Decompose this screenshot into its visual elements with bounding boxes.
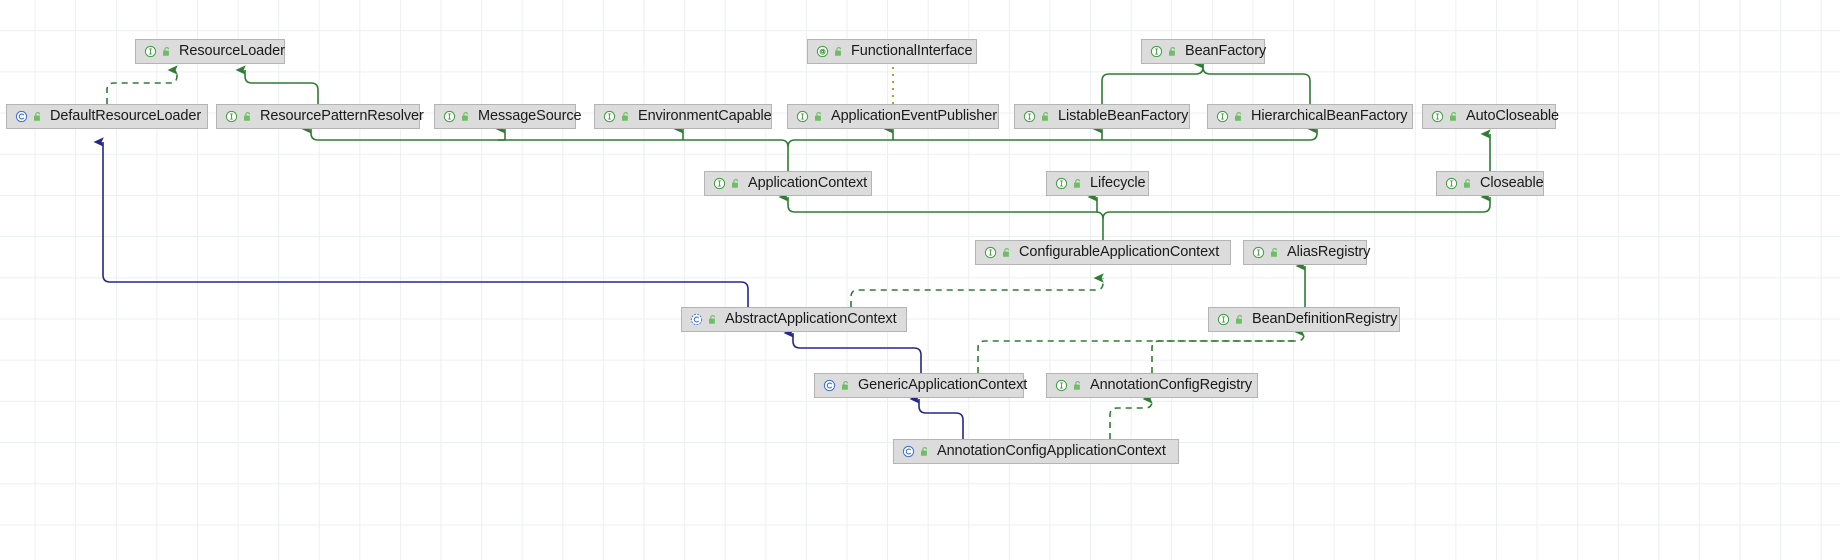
uml-node-label: HierarchicalBeanFactory <box>1251 108 1408 125</box>
public-visibility-lock-icon <box>920 446 930 458</box>
uml-node-listablebeanfactory[interactable]: ListableBeanFactory <box>1014 104 1190 129</box>
interface-icon <box>144 45 157 58</box>
edge-genericapplicationcontext-abstractapplicationcontext <box>783 328 922 373</box>
interface-icon <box>1055 379 1068 392</box>
public-visibility-lock-icon <box>33 111 43 123</box>
public-visibility-lock-icon <box>708 314 718 326</box>
edge-listablebeanfactory-beanfactory <box>1101 59 1204 104</box>
edge-annotationconfigapplicationcontext-annotationconfigregistry <box>1109 394 1153 439</box>
interface-icon <box>1217 313 1230 326</box>
edge-abstractapplicationcontext-configurableapplicationcontext <box>850 273 1104 307</box>
public-visibility-lock-icon <box>243 111 253 123</box>
uml-node-label: AnnotationConfigApplicationContext <box>937 443 1166 460</box>
uml-node-configurableapplicationcontext[interactable]: ConfigurableApplicationContext <box>975 240 1231 265</box>
edge-annotationconfigregistry-beandefinitionregistry <box>1151 340 1297 373</box>
interface-icon <box>1431 110 1444 123</box>
edge-applicationcontext-parents <box>301 124 1318 171</box>
uml-node-aliasregistry[interactable]: AliasRegistry <box>1243 240 1371 265</box>
interface-icon <box>1150 45 1163 58</box>
uml-node-applicationcontext[interactable]: ApplicationContext <box>704 171 872 196</box>
uml-node-label: AliasRegistry <box>1287 244 1371 261</box>
uml-node-beandefinitionregistry[interactable]: BeanDefinitionRegistry <box>1208 307 1400 332</box>
interface-icon <box>1055 177 1068 190</box>
uml-node-applicationeventpublisher[interactable]: ApplicationEventPublisher <box>787 104 999 129</box>
public-visibility-lock-icon <box>834 46 844 58</box>
edge-resourcepatternresolver-resourceloader <box>235 65 319 104</box>
uml-node-defaultresourceloader[interactable]: DefaultResourceLoader <box>6 104 208 129</box>
uml-node-label: ConfigurableApplicationContext <box>1019 244 1220 261</box>
interface-icon <box>443 110 456 123</box>
class-icon <box>15 110 28 123</box>
interface-icon <box>796 110 809 123</box>
public-visibility-lock-icon <box>1168 46 1178 58</box>
interface-icon <box>984 246 997 259</box>
uml-node-label: AutoCloseable <box>1466 108 1560 125</box>
uml-node-label: Closeable <box>1480 175 1544 192</box>
uml-node-environmentcapable[interactable]: EnvironmentCapable <box>594 104 772 129</box>
edge-configurableapplicationcontext-parents <box>778 192 1491 240</box>
class-icon <box>902 445 915 458</box>
edge-annotationconfigapplicationcontext-genericapplicationcontext <box>909 394 964 439</box>
interface-icon <box>225 110 238 123</box>
interface-icon <box>1023 110 1036 123</box>
uml-node-label: ListableBeanFactory <box>1058 108 1189 125</box>
uml-node-label: ResourcePatternResolver <box>260 108 424 125</box>
uml-node-label: GenericApplicationContext <box>858 377 1028 394</box>
public-visibility-lock-icon <box>1270 247 1280 259</box>
public-visibility-lock-icon <box>841 380 851 392</box>
uml-node-annotationconfigapplicationcontext[interactable]: AnnotationConfigApplicationContext <box>893 439 1179 464</box>
interface-icon <box>603 110 616 123</box>
public-visibility-lock-icon <box>814 111 824 123</box>
public-visibility-lock-icon <box>731 178 741 190</box>
uml-node-label: ResourceLoader <box>179 43 285 60</box>
public-visibility-lock-icon <box>461 111 471 123</box>
uml-node-label: FunctionalInterface <box>851 43 973 60</box>
uml-node-hierarchicalbeanfactory[interactable]: HierarchicalBeanFactory <box>1207 104 1413 129</box>
edge-genericapplicationcontext-beandefinitionregistry <box>977 327 1305 373</box>
uml-node-label: AbstractApplicationContext <box>725 311 897 328</box>
uml-node-genericapplicationcontext[interactable]: GenericApplicationContext <box>814 373 1028 398</box>
uml-node-annotationconfigregistry[interactable]: AnnotationConfigRegistry <box>1046 373 1258 398</box>
public-visibility-lock-icon <box>1073 178 1083 190</box>
public-visibility-lock-icon <box>1463 178 1473 190</box>
uml-node-label: ApplicationEventPublisher <box>831 108 997 125</box>
interface-icon <box>713 177 726 190</box>
uml-node-label: AnnotationConfigRegistry <box>1090 377 1253 394</box>
uml-node-label: BeanFactory <box>1185 43 1267 60</box>
public-visibility-lock-icon <box>162 46 172 58</box>
public-visibility-lock-icon <box>1449 111 1459 123</box>
public-visibility-lock-icon <box>1002 247 1012 259</box>
uml-node-label: BeanDefinitionRegistry <box>1252 311 1398 328</box>
uml-node-messagesource[interactable]: MessageSource <box>434 104 582 129</box>
uml-node-label: ApplicationContext <box>748 175 868 192</box>
abstract-class-icon <box>690 313 703 326</box>
edge-defaultresourceloader-resourceloader <box>106 65 178 104</box>
uml-node-functionalinterface[interactable]: FunctionalInterface <box>807 39 977 64</box>
class-icon <box>823 379 836 392</box>
interface-icon <box>1216 110 1229 123</box>
interface-icon <box>1445 177 1458 190</box>
uml-node-closeable[interactable]: Closeable <box>1436 171 1544 196</box>
uml-node-label: DefaultResourceLoader <box>50 108 202 125</box>
uml-node-beanfactory[interactable]: BeanFactory <box>1141 39 1267 64</box>
uml-node-label: MessageSource <box>478 108 582 125</box>
uml-node-resourceloader[interactable]: ResourceLoader <box>135 39 285 64</box>
public-visibility-lock-icon <box>1041 111 1051 123</box>
edge-abstractapplicationcontext-defaultresourceloader <box>93 137 749 307</box>
uml-node-abstractapplicationcontext[interactable]: AbstractApplicationContext <box>681 307 907 332</box>
uml-node-label: EnvironmentCapable <box>638 108 772 125</box>
uml-node-resourcepatternresolver[interactable]: ResourcePatternResolver <box>216 104 424 129</box>
uml-node-autocloseable[interactable]: AutoCloseable <box>1422 104 1560 129</box>
edge-hierarchicalbeanfactory-beanfactory <box>1202 64 1311 104</box>
public-visibility-lock-icon <box>1235 314 1245 326</box>
uml-node-lifecycle[interactable]: Lifecycle <box>1046 171 1149 196</box>
uml-node-label: Lifecycle <box>1090 175 1146 192</box>
public-visibility-lock-icon <box>621 111 631 123</box>
public-visibility-lock-icon <box>1073 380 1083 392</box>
public-visibility-lock-icon <box>1234 111 1244 123</box>
interface-icon <box>1252 246 1265 259</box>
annotation-icon <box>816 45 829 58</box>
